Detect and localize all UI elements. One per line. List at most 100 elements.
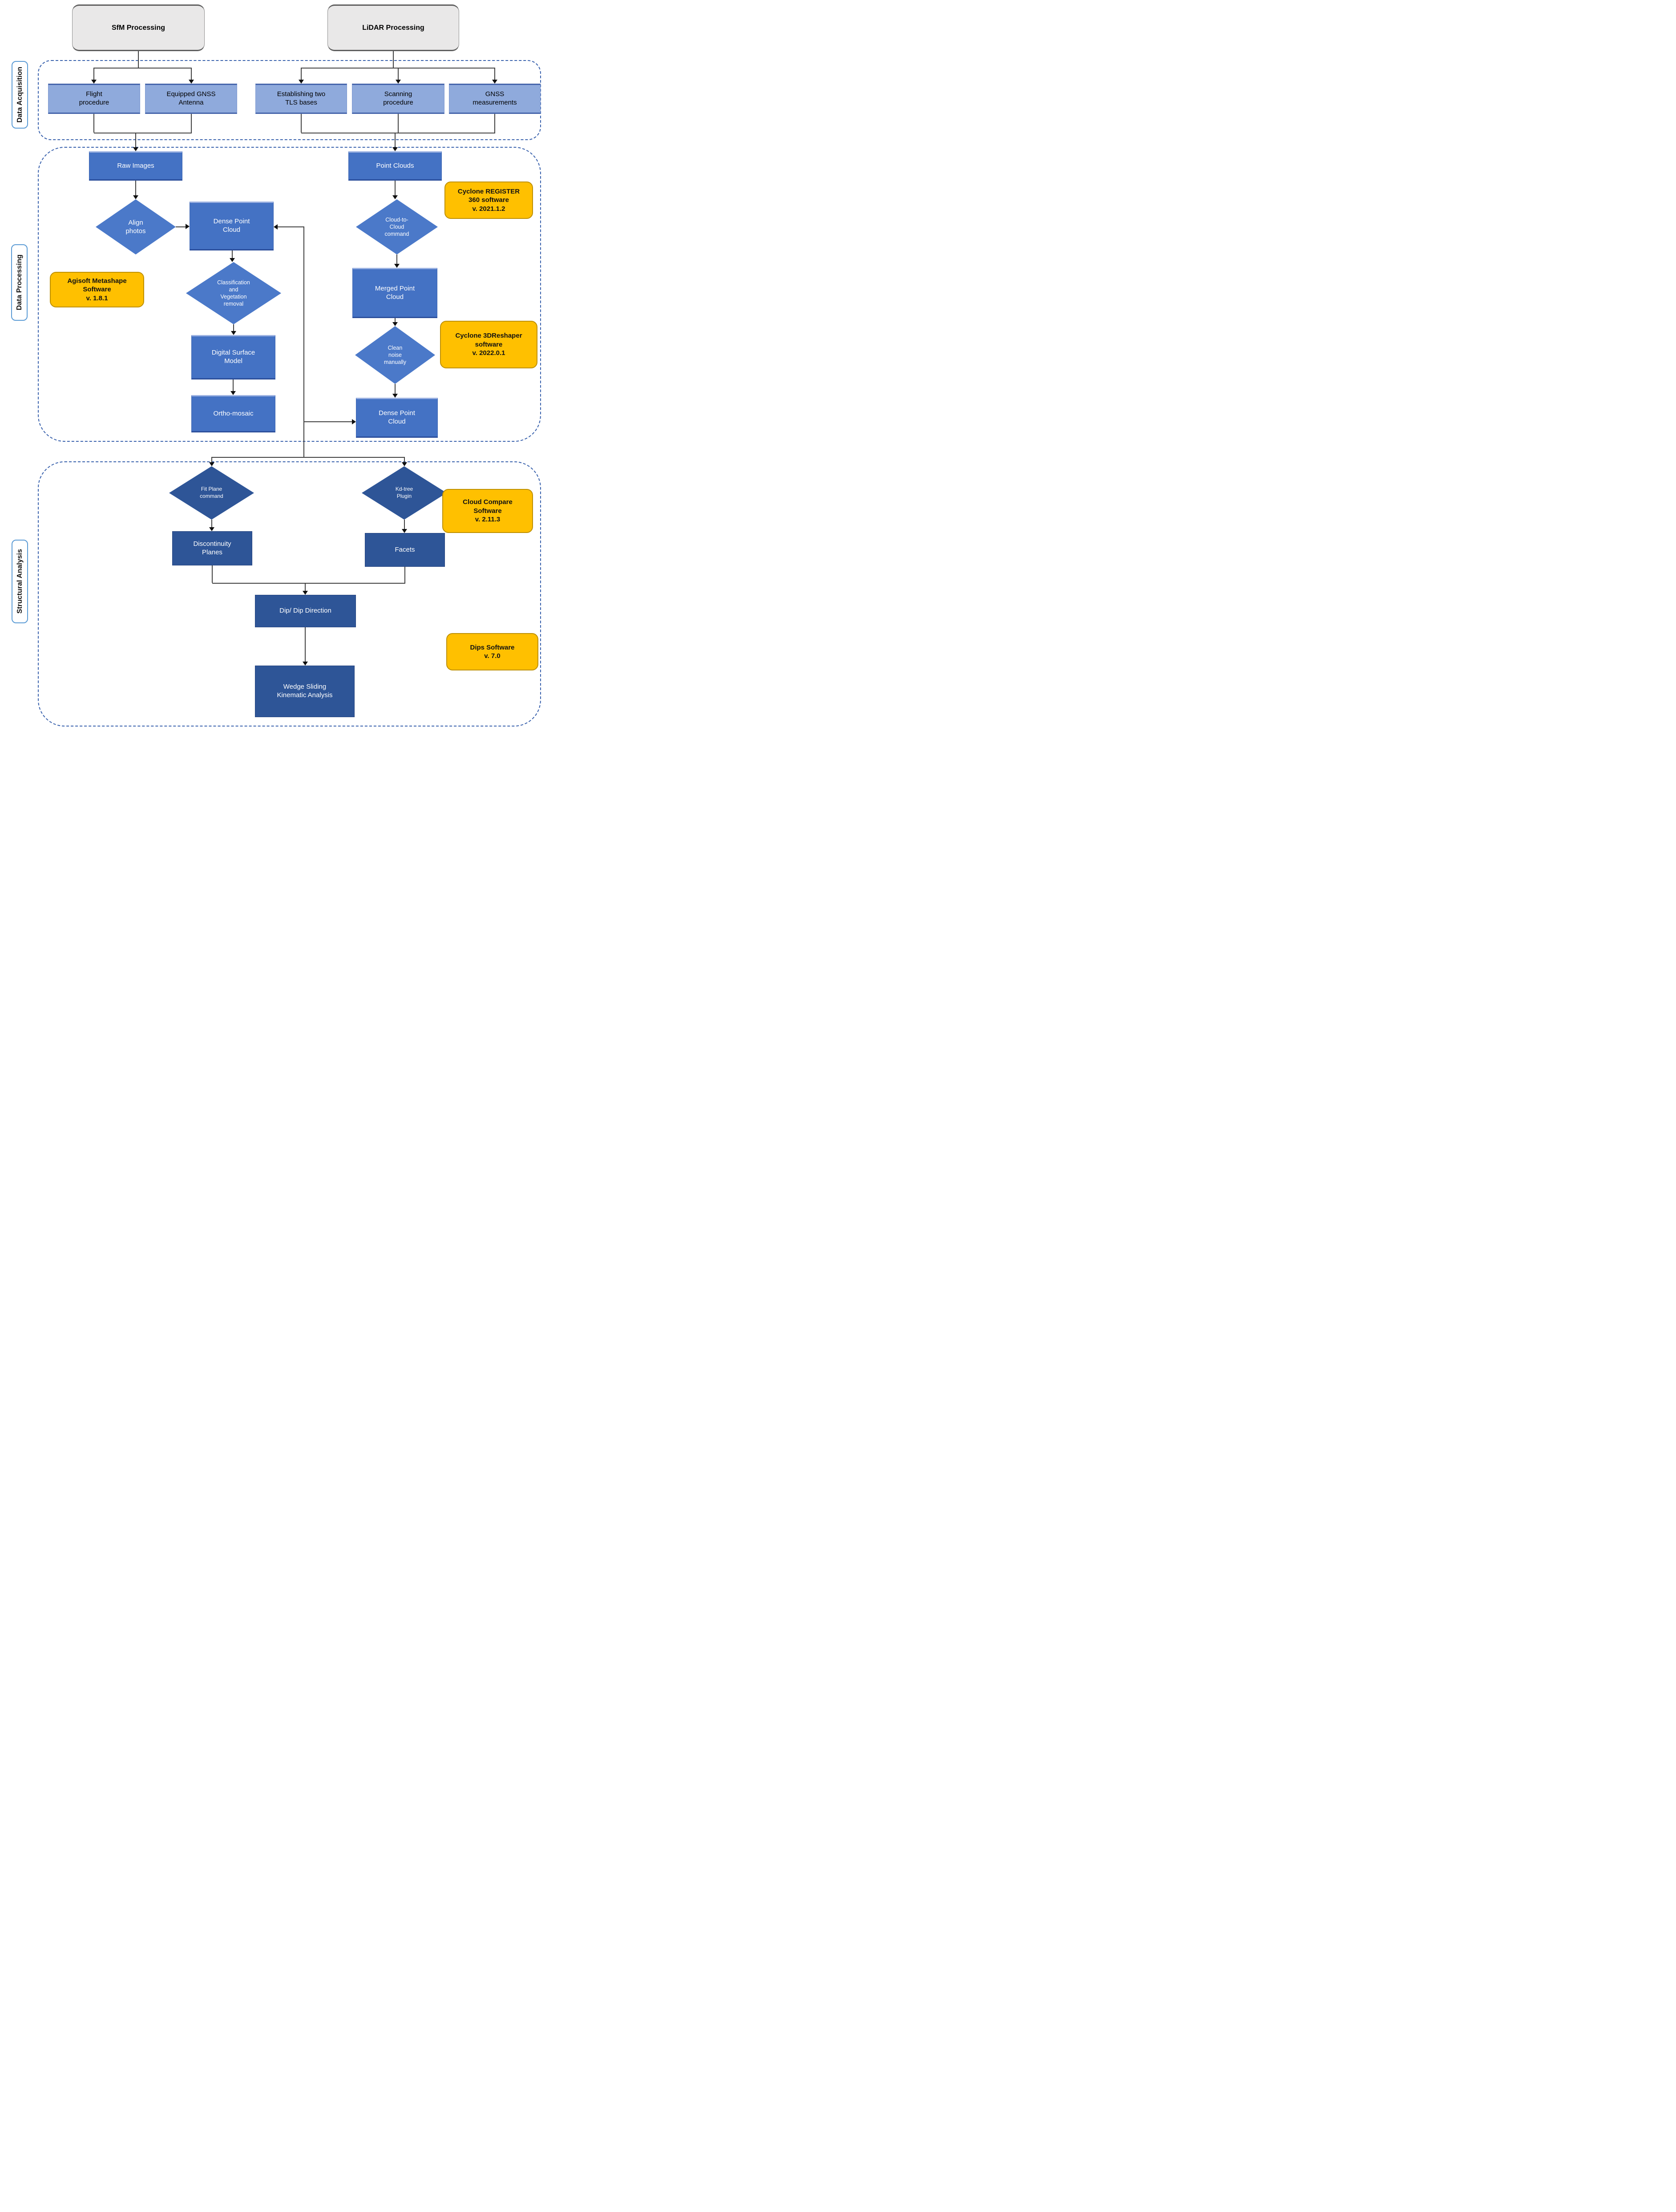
node-raw-images: Raw Images <box>89 151 182 181</box>
arrow-down <box>299 80 304 84</box>
connector-line <box>93 68 94 80</box>
node-digital-surface-model: Digital Surface Model <box>191 335 275 379</box>
note-label: Dips Software v. 7.0 <box>470 643 515 660</box>
node-ortho-mosaic: Ortho-mosaic <box>191 395 275 432</box>
node-label: Fit Plane command <box>200 486 223 499</box>
arrow-down <box>133 147 138 151</box>
node-label: Clean noise manually <box>384 344 407 366</box>
connector-line <box>211 457 212 463</box>
connector-line <box>393 51 394 68</box>
note-cloud-compare: Cloud Compare Software v. 2.11.3 <box>442 489 533 533</box>
arrow-down <box>303 662 308 666</box>
arrow-down <box>392 322 398 326</box>
node-merged-point-cloud: Merged Point Cloud <box>352 268 437 318</box>
node-label: Wedge Sliding Kinematic Analysis <box>277 683 333 699</box>
connector-line <box>233 379 234 392</box>
node-label: Dense Point Cloud <box>379 409 415 425</box>
connector-line <box>93 114 94 133</box>
section-label-text: Structural Analysis <box>16 549 24 614</box>
connector-line <box>138 51 139 68</box>
arrow-down <box>230 391 236 395</box>
node-dense-point-cloud-sfm: Dense Point Cloud <box>190 202 274 250</box>
node-label: GNSS measurements <box>473 90 517 106</box>
node-label: Point Clouds <box>376 161 414 170</box>
connector-line <box>494 68 495 80</box>
node-label: Dip/ Dip Direction <box>279 607 331 615</box>
node-label: Equipped GNSS Antenna <box>166 90 216 106</box>
arrow-down <box>189 80 194 84</box>
container-structural-analysis <box>38 461 541 727</box>
arrow-down <box>392 394 398 398</box>
node-gnss-measurements: GNSS measurements <box>449 84 541 114</box>
connector-line <box>398 68 399 80</box>
connector-line <box>494 114 495 133</box>
connector-line <box>232 250 233 258</box>
connector-line <box>211 520 212 528</box>
connector-line <box>212 565 213 583</box>
section-label-text: Data Acquisition <box>16 67 24 123</box>
node-flight-procedure: Flight procedure <box>48 84 140 114</box>
node-label: Align photos <box>125 218 146 235</box>
section-label-data-processing: Data Processing <box>11 244 28 321</box>
node-equipped-gnss-antenna: Equipped GNSS Antenna <box>145 84 237 114</box>
node-dip-dip-direction: Dip/ Dip Direction <box>255 595 356 627</box>
node-point-clouds: Point Clouds <box>348 151 442 181</box>
node-label: Facets <box>395 545 415 553</box>
node-sfm-processing: SfM Processing <box>72 4 205 51</box>
connector-line <box>135 133 136 147</box>
node-label: Kd-tree Plugin <box>395 486 413 499</box>
note-cyclone-3dreshaper: Cyclone 3DReshaper software v. 2022.0.1 <box>440 321 537 368</box>
connector-line <box>404 457 405 463</box>
container-data-acquisition <box>38 60 541 140</box>
connector-line <box>396 254 397 264</box>
connector-line <box>395 318 396 323</box>
arrow-down <box>209 527 214 531</box>
connector-line <box>191 114 192 133</box>
arrow-down <box>392 195 398 199</box>
connector-line <box>233 324 234 331</box>
note-cyclone-register-360: Cyclone REGISTER 360 software v. 2021.1.… <box>444 182 533 219</box>
node-label: Merged Point Cloud <box>375 284 415 301</box>
arrow-down <box>230 258 235 262</box>
node-label: Dense Point Cloud <box>213 218 250 234</box>
connector-line <box>212 457 405 458</box>
arrow-down <box>402 462 407 466</box>
container-data-processing <box>38 147 541 442</box>
arrow-down <box>91 80 97 84</box>
node-label: Classification and Vegetation removal <box>217 279 250 307</box>
connector-line <box>395 133 396 147</box>
connector-line <box>301 114 302 133</box>
section-label-text: Data Processing <box>15 254 23 311</box>
node-lidar-processing: LiDAR Processing <box>327 4 459 51</box>
arrow-down <box>231 331 236 335</box>
section-label-structural-analysis: Structural Analysis <box>12 540 28 623</box>
node-discontinuity-planes: Discontinuity Planes <box>172 531 252 565</box>
connector-line <box>212 583 405 584</box>
arrow-down <box>396 80 401 84</box>
section-label-data-acquisition: Data Acquisition <box>12 61 28 129</box>
arrow-down <box>394 264 400 268</box>
arrow-down <box>209 462 214 466</box>
arrow-down <box>303 591 308 595</box>
connector-line <box>304 421 352 422</box>
node-label: Raw Images <box>117 161 154 170</box>
connector-line <box>395 181 396 195</box>
arrow-down <box>392 147 398 151</box>
connector-line <box>404 520 405 529</box>
connector-line <box>305 583 306 591</box>
note-agisoft-metashape: Agisoft Metashape Software v. 1.8.1 <box>50 272 144 307</box>
node-label: Digital Surface Model <box>211 349 255 365</box>
arrow-down <box>492 80 497 84</box>
connector-line <box>305 627 306 662</box>
node-wedge-sliding-kinematic-analysis: Wedge Sliding Kinematic Analysis <box>255 666 355 717</box>
node-dense-point-cloud-lidar: Dense Point Cloud <box>356 398 438 438</box>
note-label: Cyclone 3DReshaper software v. 2022.0.1 <box>455 332 522 357</box>
node-label: Discontinuity Planes <box>193 540 231 556</box>
arrow-down <box>402 529 407 533</box>
node-facets: Facets <box>365 533 445 567</box>
arrow-down <box>133 195 138 199</box>
connector-line <box>94 68 191 69</box>
node-label: Ortho-mosaic <box>213 409 254 417</box>
node-scanning-procedure: Scanning procedure <box>352 84 444 114</box>
node-label: Scanning procedure <box>383 90 413 106</box>
